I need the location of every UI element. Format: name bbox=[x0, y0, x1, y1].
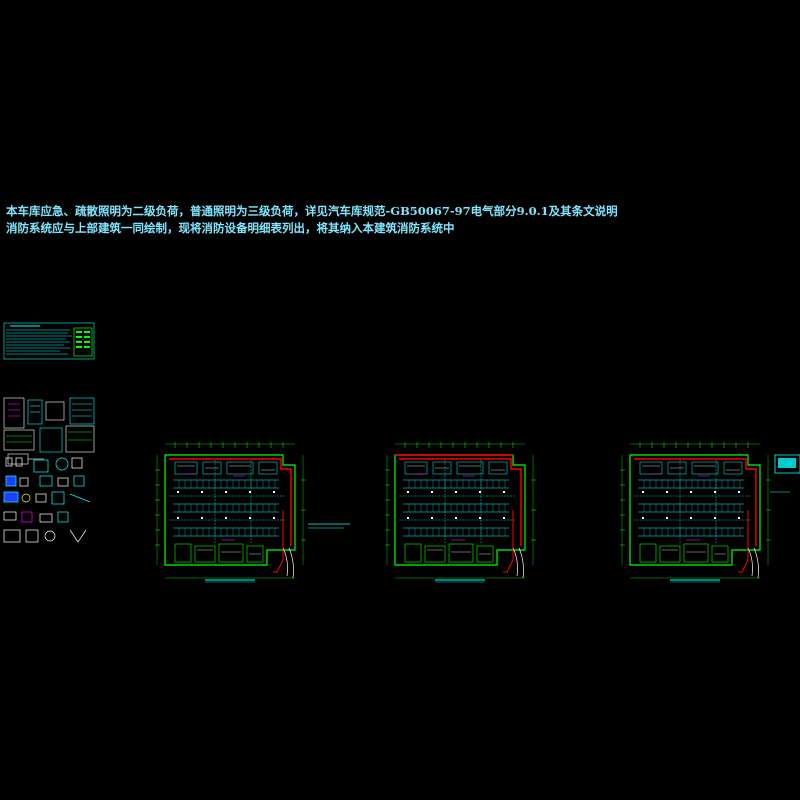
system-schematic-diagrams bbox=[3, 397, 95, 465]
side-annotation-note bbox=[308, 523, 350, 529]
equipment-legend-table bbox=[3, 322, 95, 360]
floor-plan-basement-1 bbox=[154, 441, 307, 583]
floor-plan-basement-3 bbox=[619, 441, 772, 583]
right-legend-box bbox=[770, 454, 800, 493]
floor-plan-basement-2 bbox=[384, 441, 537, 583]
design-note-line-2: 消防系统应与上部建筑一同绘制，现将消防设备明细表列出，将其纳入本建筑消防系统中 bbox=[6, 221, 455, 235]
equipment-symbols bbox=[3, 457, 91, 543]
design-note-line-1: 本车库应急、疏散照明为二级负荷，普通照明为三级负荷，详见汽车库规范-GB5006… bbox=[6, 204, 618, 218]
